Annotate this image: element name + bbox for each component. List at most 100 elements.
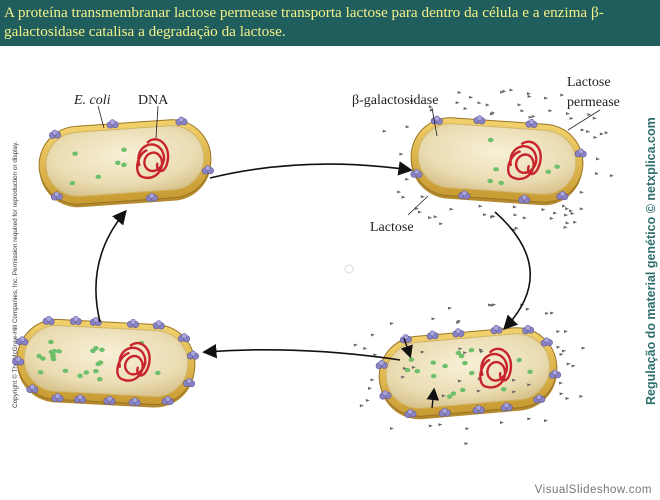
lactose-permease <box>178 333 191 343</box>
cytoplasm <box>23 324 189 398</box>
lactose-permease <box>69 316 82 325</box>
lactose-molecule <box>587 112 592 116</box>
beta-galactosidase-enzyme <box>99 347 105 353</box>
beta-galactosidase-enzyme <box>498 180 504 186</box>
arrow-cell1-to-cell2 <box>209 161 413 179</box>
beta-galactosidase-enzyme <box>408 357 415 362</box>
lactose-molecule <box>565 111 571 115</box>
lactose-molecule <box>568 209 573 213</box>
label-lactose: Lactose <box>370 220 414 235</box>
beta-galactosidase-enzyme <box>36 353 43 359</box>
lactose-molecule <box>458 347 463 351</box>
lactose-molecule <box>389 322 395 326</box>
lactose-molecule <box>405 177 410 181</box>
beta-galactosidase-enzyme <box>95 174 102 180</box>
lactose-molecule <box>541 207 546 211</box>
lactose-molecule <box>527 417 532 421</box>
center-mark <box>344 264 354 274</box>
lactose-molecule <box>545 311 550 315</box>
lactose-molecule <box>595 157 601 161</box>
dna-strand <box>479 347 513 389</box>
lactose-molecule <box>544 96 549 100</box>
label-beta-galactosidase: β-galactosidase <box>352 93 438 108</box>
lactose-molecule <box>482 213 487 217</box>
lactose-permease <box>438 407 451 417</box>
lactose-molecule <box>522 216 527 220</box>
label-ecoli: E. coli <box>73 93 111 108</box>
beta-galactosidase-enzyme <box>500 387 507 392</box>
beta-galactosidase-enzyme <box>83 370 90 375</box>
lactose-molecule <box>487 303 493 307</box>
arrow-cell4-to-cell1 <box>95 209 127 323</box>
lactose-molecule <box>363 347 368 351</box>
lactose-molecule <box>513 213 518 217</box>
beta-galactosidase-enzyme <box>90 348 96 354</box>
beta-galactosidase-enzyme <box>37 370 44 375</box>
lactose-molecule <box>410 99 415 103</box>
lactose-molecule <box>571 364 576 368</box>
beta-galactosidase-enzyme <box>545 169 552 174</box>
lactose-permease <box>404 408 417 418</box>
beta-galactosidase-enzyme <box>77 373 83 379</box>
lactose-molecule <box>512 205 517 209</box>
lactose-permease <box>183 378 196 388</box>
lactose-molecule <box>491 111 496 115</box>
lactose-molecule <box>514 226 519 230</box>
lactose-permease <box>106 119 119 129</box>
lactose-permease <box>426 330 439 340</box>
lactose-permease <box>379 390 392 400</box>
lactose-molecule <box>353 343 358 347</box>
lactose-molecule <box>509 88 514 92</box>
lactose-molecule <box>485 103 490 107</box>
lactose-permease <box>49 129 61 139</box>
lactose-molecule <box>517 103 522 107</box>
lactose-permease <box>74 394 87 404</box>
lactose-molecule <box>433 215 438 219</box>
lactose-permease <box>556 191 569 201</box>
lactose-molecule <box>359 404 364 408</box>
lactose-molecule <box>573 220 578 224</box>
leader-permease <box>567 109 601 131</box>
lactose-permease <box>375 360 388 370</box>
lactose-molecule <box>428 105 433 109</box>
beta-galactosidase-enzyme <box>114 160 121 166</box>
lactose-molecule <box>429 108 434 112</box>
lactose-molecule <box>579 207 584 211</box>
lactose-molecule <box>563 329 568 333</box>
beta-galactosidase-enzyme <box>493 167 499 172</box>
beta-galactosidase-enzyme <box>554 164 560 169</box>
lactose-molecule <box>476 389 481 393</box>
beta-galactosidase-enzyme <box>487 137 494 143</box>
lactose-molecule <box>527 94 532 98</box>
lactose-molecule <box>465 427 470 431</box>
arrow-cell2-to-cell3 <box>494 211 532 331</box>
dna-strand <box>136 138 170 180</box>
header-banner: A proteína transmembranar lactose permea… <box>0 0 660 46</box>
lactose-molecule <box>427 216 433 220</box>
beta-galactosidase-enzyme <box>40 356 46 361</box>
lactose-permease <box>549 369 562 379</box>
lactose-molecule <box>464 442 469 446</box>
lactose-permease <box>574 148 587 158</box>
beta-galactosidase-enzyme <box>93 368 99 374</box>
lactose-molecule <box>441 394 446 398</box>
beta-galactosidase-enzyme <box>446 394 453 399</box>
lactose-molecule <box>556 330 561 334</box>
lactose-permease <box>452 328 465 338</box>
beta-galactosidase-enzyme <box>72 151 78 156</box>
beta-galactosidase-enzyme <box>516 357 522 363</box>
lactose-molecule <box>565 397 570 401</box>
lactose-molecule <box>512 378 517 382</box>
lactose-molecule <box>457 319 462 323</box>
lactose-molecule <box>367 387 372 390</box>
lactose-molecule <box>370 378 375 382</box>
lactose-molecule <box>550 311 555 315</box>
lactose-molecule <box>417 210 422 214</box>
lactose-molecule <box>420 195 425 199</box>
lactose-molecule <box>553 211 558 215</box>
lactose-permease <box>127 319 140 328</box>
leader-dna <box>155 105 159 139</box>
lactose-permease <box>525 118 538 128</box>
lactose-molecule <box>397 190 402 194</box>
